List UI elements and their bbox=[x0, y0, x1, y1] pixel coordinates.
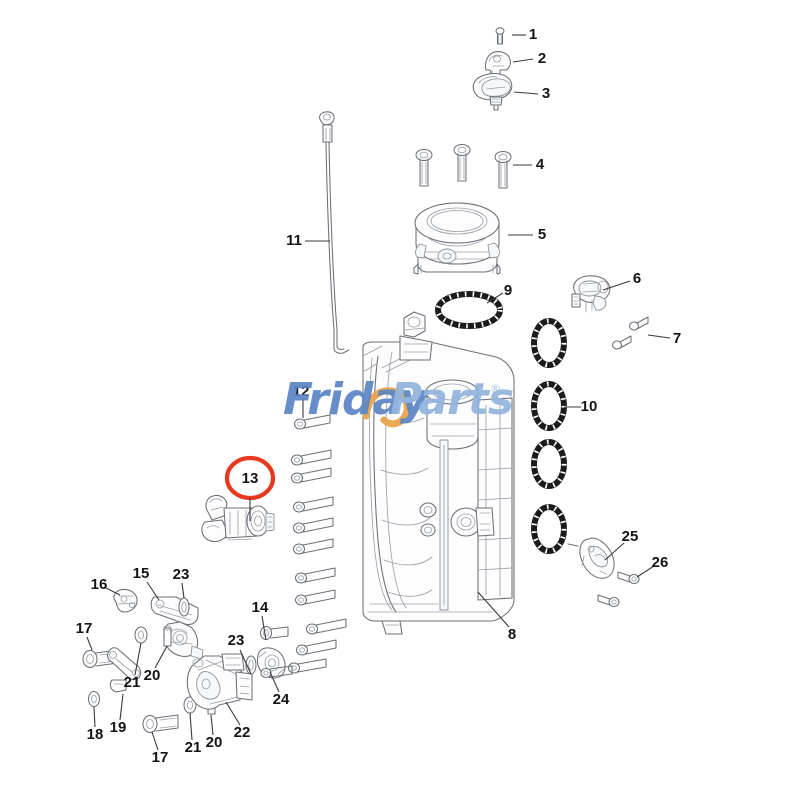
part-egr-valve-bracket bbox=[571, 275, 611, 313]
part-washer-small bbox=[87, 690, 101, 708]
callout-21-dup: 21 bbox=[185, 739, 202, 756]
gasket-seal-2 bbox=[531, 381, 567, 431]
part-intake-manifold-body bbox=[362, 311, 515, 635]
manifold-bolt bbox=[305, 618, 347, 635]
callout-21: 21 bbox=[124, 674, 141, 691]
callout-11: 11 bbox=[286, 232, 302, 249]
gasket-seal-1 bbox=[531, 318, 567, 368]
leader-lines bbox=[86, 34, 671, 751]
highlight-ring-13 bbox=[224, 455, 276, 521]
manifold-bolt bbox=[294, 567, 336, 584]
part-spacer-sleeve-a bbox=[163, 625, 172, 647]
callout-10: 10 bbox=[581, 398, 598, 415]
part-throttle-actuator bbox=[472, 73, 513, 111]
part-sensor-mount bbox=[567, 537, 615, 579]
part-stud-bolts bbox=[611, 316, 649, 350]
watermark-parts-text: Parts bbox=[390, 374, 513, 425]
part-throttle-actuator-motor bbox=[201, 494, 275, 543]
callout-20: 20 bbox=[144, 667, 161, 684]
part-dipstick bbox=[319, 111, 350, 354]
callout-18: 18 bbox=[87, 726, 104, 743]
callout-24: 24 bbox=[273, 691, 290, 708]
manifold-bolt bbox=[292, 517, 334, 534]
part-clamp-link bbox=[107, 647, 142, 693]
callout-9: 9 bbox=[504, 282, 512, 299]
callout-19: 19 bbox=[110, 719, 127, 736]
callout-labels: 1 2 3 4 5 6 7 8 9 10 11 12 13 14 15 16 1… bbox=[76, 26, 682, 766]
callout-16: 16 bbox=[91, 576, 108, 593]
callout-25: 25 bbox=[622, 528, 639, 545]
watermark-swoosh bbox=[362, 387, 411, 428]
callout-2: 2 bbox=[538, 50, 546, 67]
callout-15: 15 bbox=[133, 565, 150, 582]
part-bolt-small bbox=[495, 27, 505, 45]
manifold-bolt bbox=[290, 449, 332, 466]
fridayparts-watermark: Friday Parts ® bbox=[283, 374, 514, 428]
callout-20-dup: 20 bbox=[206, 734, 223, 751]
part-mounting-bracket bbox=[186, 653, 253, 710]
manifold-bolt bbox=[292, 496, 334, 513]
gasket-seal-4 bbox=[531, 504, 567, 554]
part-hex-flange-bolt-lower bbox=[142, 714, 179, 734]
callout-8: 8 bbox=[508, 626, 516, 643]
callout-3: 3 bbox=[542, 85, 550, 102]
part-washer-ring-a bbox=[134, 626, 148, 644]
watermark-registered-icon: ® bbox=[490, 382, 501, 395]
manifold-bolt bbox=[295, 639, 337, 656]
callout-23: 23 bbox=[173, 566, 190, 583]
callout-14: 14 bbox=[252, 599, 269, 616]
part-lower-bolt-group bbox=[260, 658, 327, 679]
manifold-bolt bbox=[290, 467, 332, 484]
manifold-bolt bbox=[292, 538, 334, 555]
part-o-ring-large bbox=[435, 291, 503, 329]
part-gasket-seals bbox=[531, 318, 567, 554]
part-manifold-bolt-set bbox=[290, 414, 347, 656]
callout-12: 12 bbox=[293, 383, 310, 400]
manifold-bolt bbox=[294, 589, 336, 606]
part-throttle-body bbox=[413, 202, 501, 275]
callout-17: 17 bbox=[76, 620, 93, 637]
part-flange-bolts bbox=[415, 143, 512, 189]
callout-1: 1 bbox=[529, 26, 537, 43]
manifold-bolt bbox=[293, 414, 331, 430]
callout-6: 6 bbox=[633, 270, 641, 287]
callout-17-dup: 17 bbox=[152, 749, 169, 766]
callout-4: 4 bbox=[536, 156, 545, 173]
callout-26: 26 bbox=[652, 554, 669, 571]
callout-5: 5 bbox=[538, 226, 546, 243]
callout-13: 13 bbox=[242, 470, 259, 487]
part-bolt-pair bbox=[597, 571, 640, 608]
callout-23-dup: 23 bbox=[228, 632, 245, 649]
callout-7: 7 bbox=[673, 330, 681, 347]
gasket-seal-3 bbox=[531, 439, 567, 489]
watermark-friday-text: Friday bbox=[283, 374, 431, 425]
callout-22: 22 bbox=[234, 724, 251, 741]
